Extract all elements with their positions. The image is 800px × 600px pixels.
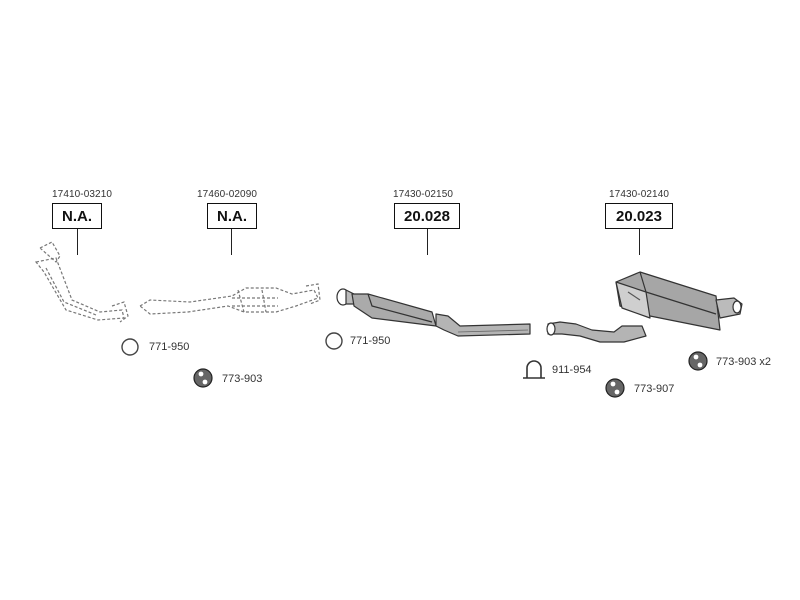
accessory-label-mount-1: 773-903 [222,373,263,385]
leader-line-middle-silencer [427,229,428,255]
leader-line-front-pipe [77,229,78,255]
oe-number-catalyst: 17460-02090 [197,189,258,200]
oe-number-middle-silencer: 17430-02150 [393,189,454,200]
middle-silencer-part[interactable] [336,288,531,337]
catalyst-part[interactable] [138,283,321,315]
part-code-box-front-pipe[interactable]: N.A. [52,203,102,229]
pipe-clamp-icon[interactable] [523,360,545,379]
part-code-box-catalyst[interactable]: N.A. [207,203,257,229]
oe-number-front-pipe: 17410-03210 [52,189,113,200]
gasket-ring-icon[interactable] [325,332,343,350]
leader-line-catalyst [231,229,232,255]
accessory-label-mount-3: 773-903 x2 [716,356,772,368]
accessory-label-mount-2: 773-907 [634,383,675,395]
accessory-label-clamp: 911-954 [552,364,592,376]
accessory-label-gasket-1: 771-950 [149,341,190,353]
accessory-label-gasket-2: 771-950 [350,335,391,347]
gasket-ring-icon[interactable] [121,338,139,356]
rubber-mount-icon[interactable] [688,351,708,371]
rubber-mount-icon[interactable] [605,378,625,398]
oe-number-rear-silencer: 17430-02140 [609,189,670,200]
part-code-box-middle-silencer[interactable]: 20.028 [394,203,460,229]
rear-silencer-part[interactable] [546,271,743,343]
rubber-mount-icon[interactable] [193,368,213,388]
front-pipe-part[interactable] [34,241,129,323]
part-code-box-rear-silencer[interactable]: 20.023 [605,203,673,229]
leader-line-rear-silencer [639,229,640,255]
